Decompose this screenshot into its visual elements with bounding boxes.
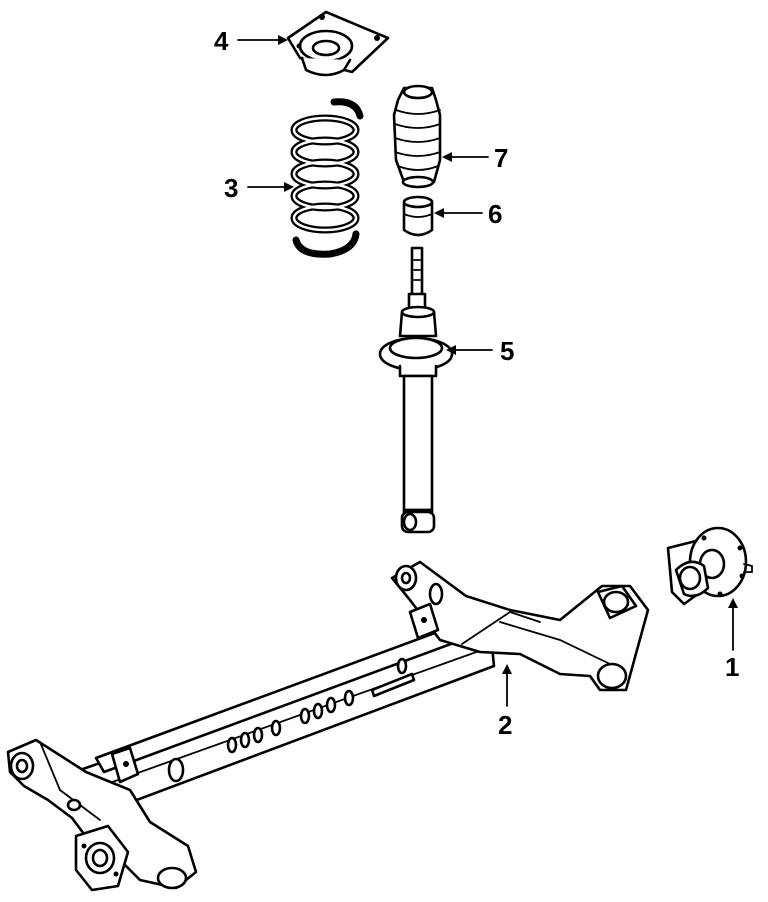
dust-boot bbox=[392, 84, 442, 189]
callout-numbers: 4 3 7 6 5 2 1 bbox=[214, 26, 739, 740]
callout-7: 7 bbox=[494, 143, 508, 173]
callout-leaders bbox=[237, 35, 738, 707]
wheel-hub bbox=[666, 526, 753, 606]
callout-4: 4 bbox=[214, 26, 229, 56]
strut bbox=[378, 246, 454, 534]
coil-spring bbox=[290, 98, 364, 258]
callout-1: 1 bbox=[725, 652, 739, 682]
callout-3: 3 bbox=[224, 173, 238, 203]
callout-6: 6 bbox=[488, 199, 502, 229]
spring-upper-mount bbox=[286, 10, 390, 77]
beam-slots bbox=[226, 657, 416, 754]
axle-beam bbox=[6, 560, 650, 892]
callout-2: 2 bbox=[498, 710, 512, 740]
bump-stop bbox=[402, 195, 434, 237]
callout-5: 5 bbox=[500, 336, 514, 366]
